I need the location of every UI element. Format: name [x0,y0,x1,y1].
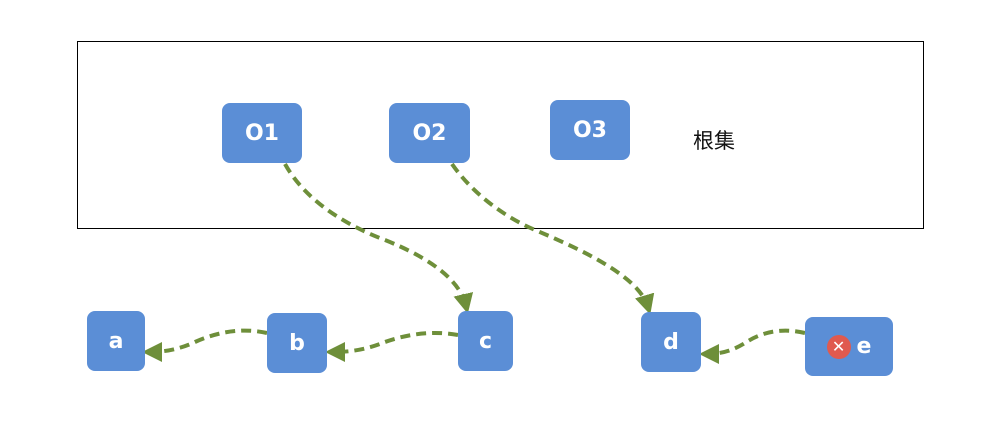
node-a-label: a [108,328,124,354]
node-a: a [87,311,145,371]
node-c-label: c [478,328,493,354]
node-o3: O3 [550,100,630,160]
node-c: c [458,311,513,371]
edge-e-to-d [699,328,806,364]
edge-o2-to-d [450,162,655,315]
close-x-icon: ✕ [826,334,851,359]
node-o2-label: O2 [412,120,447,146]
node-o3-label: O3 [572,117,607,143]
node-d-label: d [663,329,679,355]
node-e: ✕ e [805,317,893,376]
node-b-label: b [289,330,305,356]
node-o1-label: O1 [244,120,279,146]
root-set-label: 根集 [693,129,735,153]
root-set-frame [77,41,924,229]
node-b: b [267,313,327,373]
node-o2: O2 [389,103,470,163]
node-o1: O1 [222,103,302,163]
edge-c-to-b [325,331,459,362]
edge-o1-to-c [283,163,474,314]
node-d: d [641,312,701,372]
edge-b-to-a [142,328,268,362]
node-e-label: e [856,334,872,359]
